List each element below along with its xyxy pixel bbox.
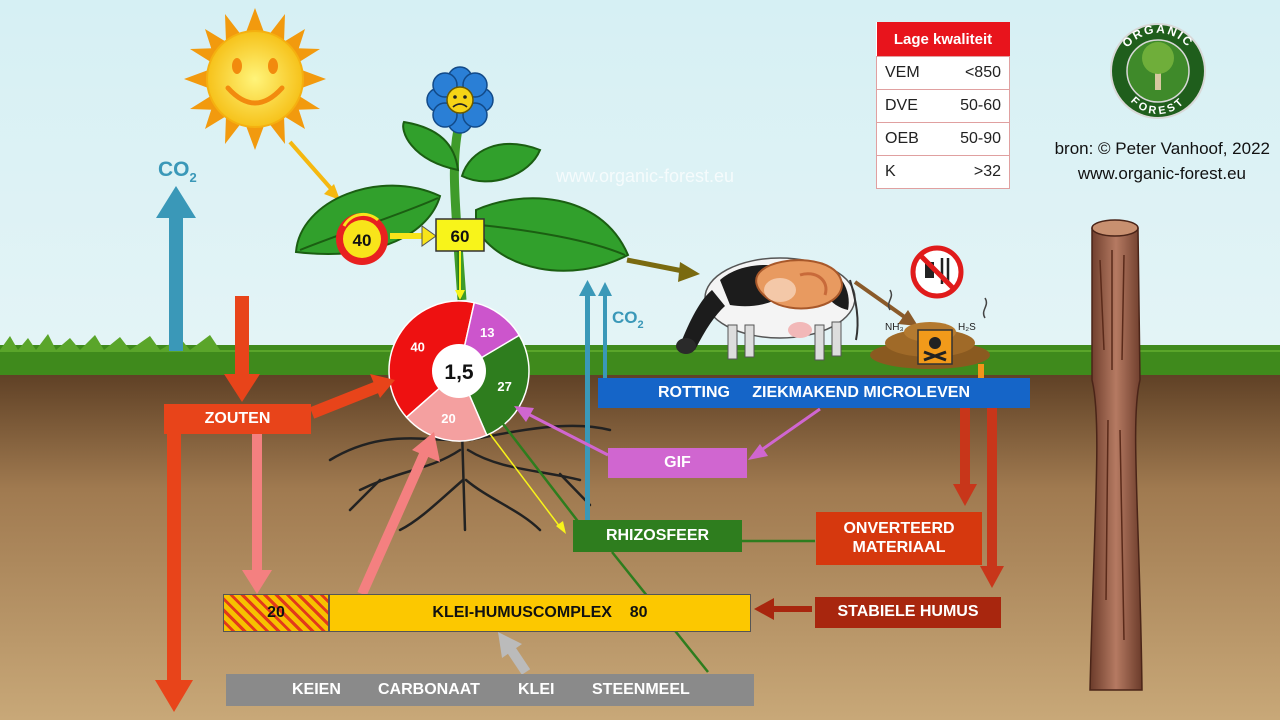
zouten-down-arrowhead (224, 374, 260, 402)
humus-to-klei-arrowhead (754, 598, 774, 620)
pie-slice-label: 13 (480, 325, 494, 340)
quality-name: DVE (876, 89, 940, 123)
klei-share-box: 20 (223, 594, 329, 632)
rhizosfeer-box: RHIZOSFEER (573, 520, 742, 552)
tree-trunk-icon (1089, 219, 1143, 691)
quality-name: VEM (876, 56, 940, 90)
gif-box: GIF (608, 448, 747, 478)
quality-row: K >32 (876, 155, 1011, 189)
gas-h2s: H₂S (958, 322, 976, 333)
sun-ray-arrowhead (324, 184, 340, 200)
zouten-to-pie-arrowhead (370, 374, 395, 398)
cow-icon (676, 257, 859, 361)
no-eating-icon (910, 245, 964, 299)
co2-right-label: CO2 (612, 308, 644, 331)
mineral-steenmeel: STEENMEEL (592, 680, 690, 698)
mineral-carbonaat: CARBONAAT (378, 680, 480, 698)
quality-table-title: Lage kwaliteit (876, 22, 1010, 57)
minerals-to-klei-arrowhead (498, 632, 522, 658)
stabiele-humus-box: STABIELE HUMUS (815, 597, 1001, 628)
co2-rhizo-arrowhead (579, 280, 596, 296)
pie-center (432, 344, 486, 398)
quality-row: OEB 50-90 (876, 122, 1011, 156)
pie-slice (388, 300, 476, 419)
gas-nh3: NH₃ (885, 322, 904, 333)
rotting-to-gif-arrowhead (748, 444, 768, 460)
zouten-leach-arrowhead (155, 680, 193, 712)
leaf-value: 60 (451, 227, 470, 246)
cow-to-manure-arrowhead (898, 310, 918, 326)
co2-rotting-arrowhead (598, 282, 612, 296)
zouten-to-klei-arrowhead (242, 570, 272, 594)
flower-sad-icon (426, 66, 494, 134)
rotting-to-humus-arrowhead (980, 566, 1004, 588)
rotting-to-onverteerd-arrowhead (953, 484, 977, 506)
onverteerd-materiaal-box: ONVERTEERD MATERIAAL (816, 512, 982, 565)
minerals-bar: KEIEN CARBONAAT KLEI STEENMEEL (226, 674, 754, 706)
pie-slice-label: 40 (410, 340, 424, 355)
pie-slice-label: 20 (441, 411, 455, 426)
sun-value: 40 (353, 231, 372, 250)
organic-forest-logo: ORGANIC FOREST (1110, 22, 1206, 119)
klei-humuscomplex-box: KLEI-HUMUSCOMPLEX 80 (329, 594, 751, 632)
pie-slice-label: 27 (497, 379, 511, 394)
toxic-hazard-icon (917, 329, 953, 365)
zouten-box: ZOUTEN (164, 404, 311, 434)
sun-icon (184, 8, 326, 150)
co2-left-arrow (169, 215, 183, 351)
sun-ray-arrow (288, 140, 336, 194)
quality-name: OEB (876, 122, 940, 156)
quality-table: Lage kwaliteit VEM <850 DVE 50-60 OEB 50… (876, 22, 1011, 189)
quality-row: VEM <850 (876, 56, 1011, 90)
co2-left-arrowhead (156, 186, 196, 218)
source-credit: bron: © Peter Vanhoof, 2022 (1054, 139, 1270, 158)
gif-to-pie-arrowhead (514, 406, 534, 422)
mineral-keien: KEIEN (292, 680, 341, 698)
co2-left-label: CO2 (158, 158, 197, 185)
watermark: www.organic-forest.eu (555, 166, 734, 186)
rotting-box: ROTTING ZIEKMAKEND MICROLEVEN (598, 378, 1030, 408)
quality-value: <850 (939, 56, 1011, 90)
pie-to-rhizo-arrowhead (556, 521, 566, 534)
mineral-klei: KLEI (518, 680, 555, 698)
quality-value: 50-90 (939, 122, 1011, 156)
pie-center-value: 1,5 (444, 361, 474, 384)
quality-name: K (876, 155, 940, 189)
grass-blades (0, 334, 1280, 352)
leaf-to-cow-arrowhead (678, 262, 700, 282)
quality-value: 50-60 (939, 89, 1011, 123)
klei-to-pie-arrowhead (412, 432, 440, 462)
quality-value: >32 (939, 155, 1011, 189)
cycle-icon (342, 212, 379, 227)
quality-row: DVE 50-60 (876, 89, 1011, 123)
pie-slice (405, 369, 488, 442)
source-url: www.organic-forest.eu (1077, 164, 1246, 183)
